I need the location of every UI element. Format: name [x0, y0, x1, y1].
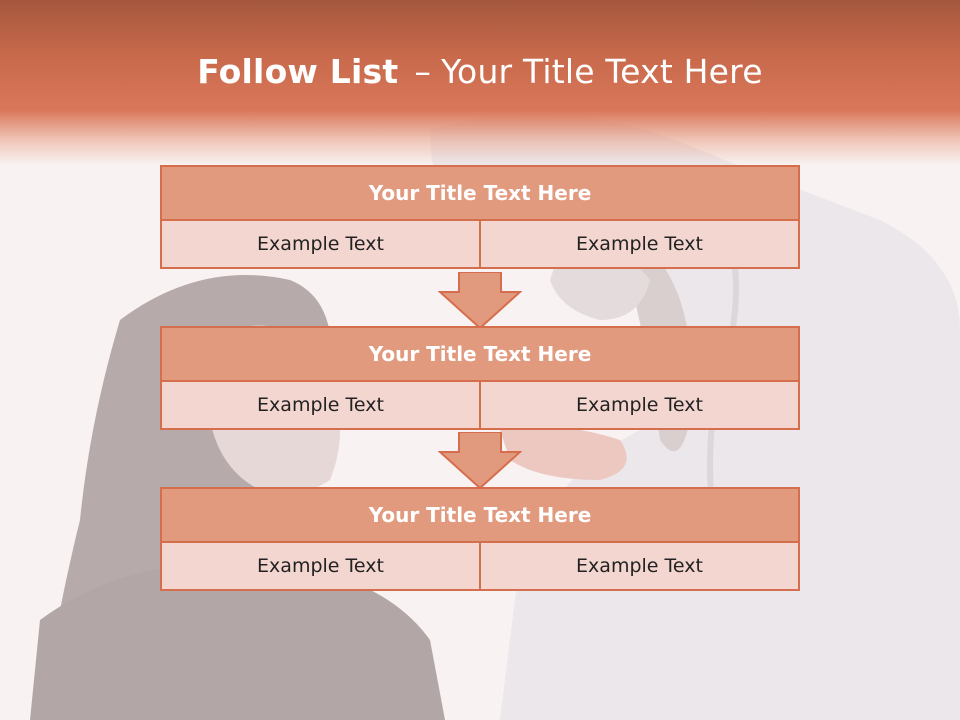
down-arrow-icon [438, 272, 522, 330]
block-cell-left: Example Text [160, 541, 481, 591]
down-arrow-icon [438, 432, 522, 490]
block-cell-right: Example Text [479, 380, 800, 430]
block-cell-right: Example Text [479, 219, 800, 269]
block-title: Your Title Text Here [160, 326, 800, 382]
block-title: Your Title Text Here [160, 487, 800, 543]
block-title: Your Title Text Here [160, 165, 800, 221]
block-cell-left: Example Text [160, 380, 481, 430]
slide-title-bold: Follow List [197, 52, 399, 91]
slide-title-dash: – [414, 52, 432, 91]
follow-block-2: Your Title Text Here Example Text Exampl… [160, 326, 800, 430]
follow-block-1: Your Title Text Here Example Text Exampl… [160, 165, 800, 269]
block-row: Example Text Example Text [160, 541, 800, 591]
slide-title: Follow List–Your Title Text Here [0, 52, 960, 91]
slide-title-rest: Your Title Text Here [441, 52, 763, 91]
block-cell-right: Example Text [479, 541, 800, 591]
follow-block-3: Your Title Text Here Example Text Exampl… [160, 487, 800, 591]
block-row: Example Text Example Text [160, 380, 800, 430]
block-cell-left: Example Text [160, 219, 481, 269]
header-band [0, 0, 960, 165]
block-row: Example Text Example Text [160, 219, 800, 269]
